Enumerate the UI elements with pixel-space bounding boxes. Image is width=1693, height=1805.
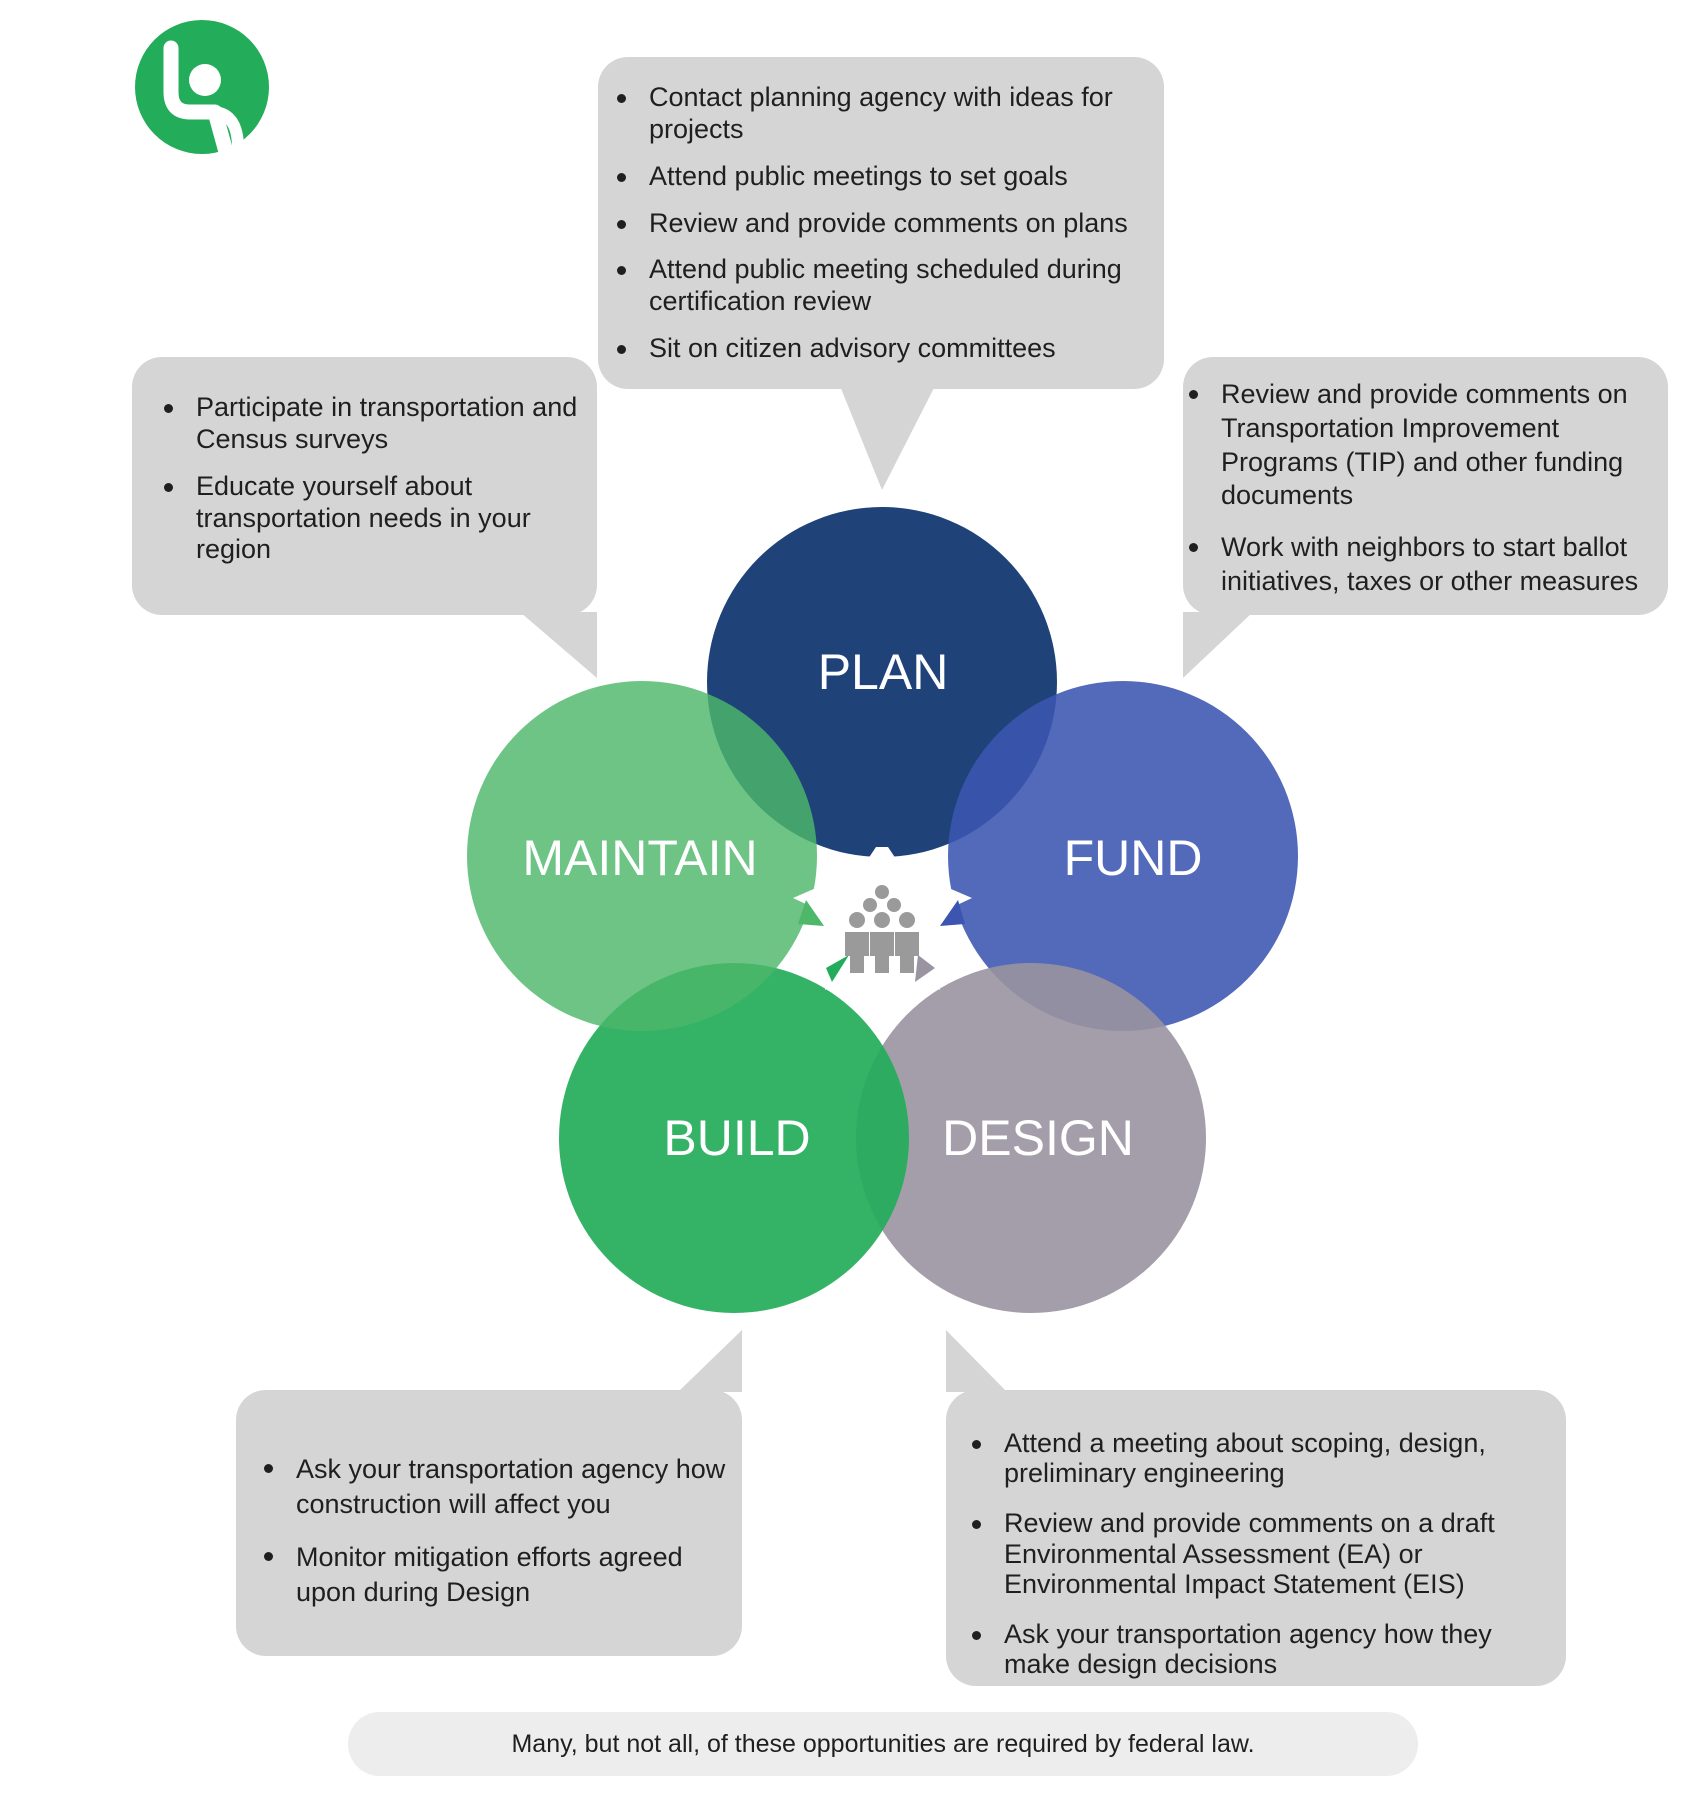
stage-circles xyxy=(467,507,1298,1313)
bubble-shape-build xyxy=(236,1330,742,1656)
list-item: Review and provide comments on a draft E… xyxy=(970,1508,1530,1599)
build-list: Ask your transportation agency how const… xyxy=(262,1452,732,1609)
bubble-shape-fund xyxy=(1183,357,1668,678)
fund-label: FUND xyxy=(1063,830,1203,886)
plan-bubble: Contact planning agency with ideas for p… xyxy=(615,82,1165,365)
fund-list: Review and provide comments on Transport… xyxy=(1187,378,1667,599)
build-label: BUILD xyxy=(663,1110,811,1166)
design-bubble: Attend a meeting about scoping, design, … xyxy=(970,1428,1530,1700)
arrow-plan-icon xyxy=(870,828,894,847)
fund-bubble: Review and provide comments on Transport… xyxy=(1187,378,1667,617)
circle-design xyxy=(856,963,1206,1313)
list-item: Attend a meeting about scoping, design, … xyxy=(970,1428,1530,1488)
group-of-people-icon xyxy=(845,885,919,973)
list-item: Attend public meeting scheduled during c… xyxy=(615,254,1165,318)
list-item: Educate yourself about transportation ne… xyxy=(162,471,592,567)
plan-list: Contact planning agency with ideas for p… xyxy=(615,82,1165,365)
list-item: Review and provide comments on Transport… xyxy=(1187,378,1667,513)
circle-fund xyxy=(948,681,1298,1031)
circle-plan xyxy=(707,507,1057,857)
arrow-build-icon xyxy=(826,955,849,982)
maintain-bubble: Participate in transportation and Census… xyxy=(162,392,592,566)
arrow-maintain-icon xyxy=(798,900,824,926)
maintain-list: Participate in transportation and Census… xyxy=(162,392,592,566)
raised-hand-person-icon xyxy=(135,20,269,160)
list-item: Attend public meetings to set goals xyxy=(615,161,1165,193)
list-item: Ask your transportation agency how they … xyxy=(970,1619,1530,1679)
list-item: Monitor mitigation efforts agreed upon d… xyxy=(262,1540,732,1609)
footer-note: Many, but not all, of these opportunitie… xyxy=(348,1712,1418,1776)
plan-label: PLAN xyxy=(817,644,949,700)
bubble-shape-maintain xyxy=(132,357,597,678)
design-label: DESIGN xyxy=(942,1110,1134,1166)
list-item: Sit on citizen advisory committees xyxy=(615,333,1165,365)
arrow-design-icon xyxy=(915,955,935,982)
bubble-shape-plan xyxy=(598,57,1164,490)
list-item: Ask your transportation agency how const… xyxy=(262,1452,732,1521)
circle-build xyxy=(559,963,909,1313)
build-bubble: Ask your transportation agency how const… xyxy=(262,1452,732,1628)
circle-maintain xyxy=(467,681,817,1031)
list-item: Review and provide comments on plans xyxy=(615,208,1165,240)
maintain-label: MAINTAIN xyxy=(522,830,758,886)
arrow-fund-icon xyxy=(940,900,965,926)
list-item: Participate in transportation and Census… xyxy=(162,392,592,456)
bubble-shape-design xyxy=(946,1330,1566,1686)
list-item: Work with neighbors to start ballot init… xyxy=(1187,531,1667,599)
design-list: Attend a meeting about scoping, design, … xyxy=(970,1428,1530,1680)
list-item: Contact planning agency with ideas for p… xyxy=(615,82,1165,146)
